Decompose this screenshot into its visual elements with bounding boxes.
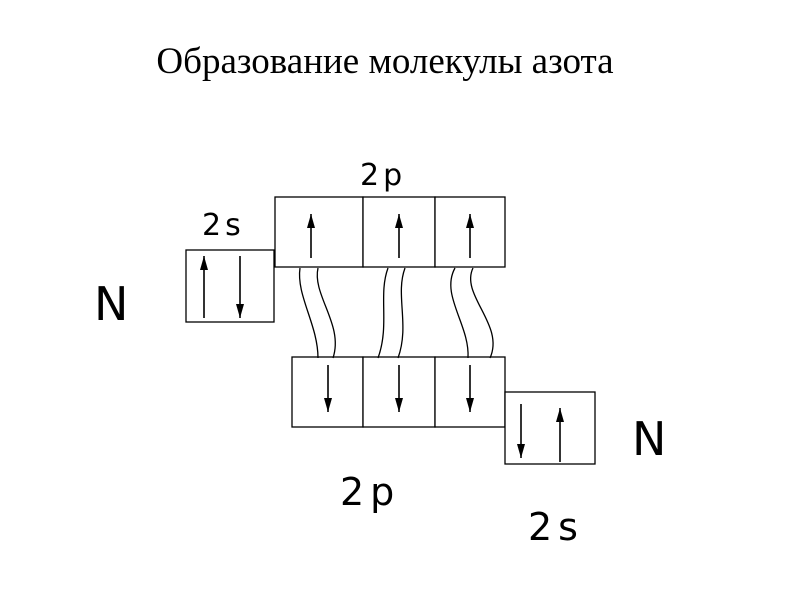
top-atom-symbol: N xyxy=(94,277,128,331)
bond-lines xyxy=(298,267,494,359)
bond-line-2b xyxy=(397,267,406,359)
bottom-2p-arrow-2 xyxy=(395,365,403,412)
top-2p-arrow-2 xyxy=(395,214,403,258)
bottom-2p-label: 2p xyxy=(340,470,400,514)
bottom-2s-arrow-1 xyxy=(517,404,525,458)
bond-line-2a xyxy=(377,267,389,359)
page-title: Образование молекулы азота xyxy=(156,41,614,82)
bond-line-1b xyxy=(316,267,336,359)
bond-line-1a xyxy=(298,267,319,359)
bond-line-3a xyxy=(450,267,469,359)
electron-arrows xyxy=(200,214,564,462)
top-2s-arrow-2 xyxy=(236,256,244,318)
bottom-2p-arrow-1 xyxy=(324,365,332,412)
top-2p-arrow-3 xyxy=(466,214,474,258)
bottom-2p-arrow-3 xyxy=(466,365,474,412)
bottom-2s-cell xyxy=(504,391,596,465)
top-2p-label: 2p xyxy=(360,158,406,193)
bottom-atom-symbol: N xyxy=(632,412,666,466)
bottom-2s-label: 2s xyxy=(528,505,584,549)
top-2s-arrow-1 xyxy=(200,256,208,318)
top-2s-label: 2s xyxy=(202,208,245,243)
top-2s-cell xyxy=(185,249,275,323)
bond-line-3b xyxy=(470,267,494,359)
top-2p-arrow-1 xyxy=(307,214,315,258)
bottom-2s-arrow-2 xyxy=(556,408,564,462)
top-2p-cell-1 xyxy=(274,196,364,268)
